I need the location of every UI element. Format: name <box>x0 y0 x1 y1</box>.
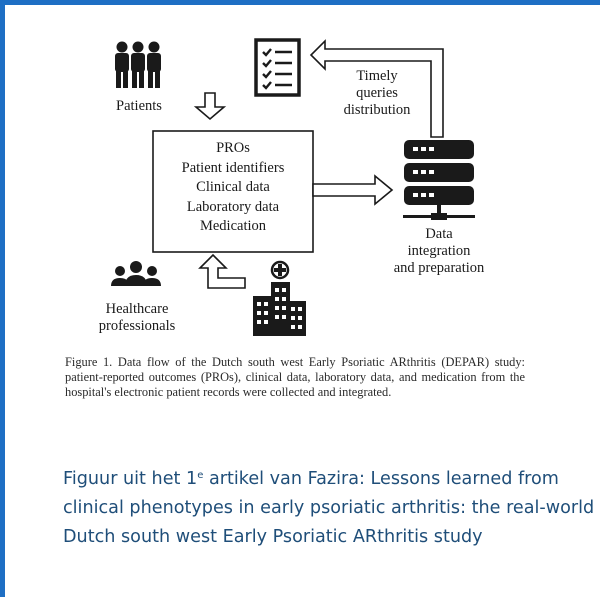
box-item-patient-identifiers: Patient identifiers <box>181 159 285 176</box>
note-text-start: Figuur uit het 1 <box>63 469 198 489</box>
data-integration-line-1: Data <box>425 226 453 242</box>
arrow-feedback-to-checklist <box>309 39 444 138</box>
checklist-icon <box>254 38 301 97</box>
data-box <box>152 130 314 253</box>
data-integration-line-2: integration <box>407 243 471 259</box>
arrow-hcp-to-box <box>198 253 246 289</box>
timely-line-3: distribution <box>343 102 411 118</box>
timely-line-1: Timely <box>356 68 398 84</box>
figure-caption: Figure 1. Data flow of the Dutch south w… <box>65 355 525 400</box>
box-item-medication: Medication <box>199 218 267 234</box>
data-integration-line-3: and preparation <box>393 260 485 276</box>
hcp-line-2: professionals <box>98 318 176 334</box>
figure-note: Figuur uit het 1e artikel van Fazira: Le… <box>63 461 599 552</box>
box-item-laboratory-data: Laboratory data <box>186 198 280 215</box>
arrow-box-to-server <box>312 174 394 206</box>
people-group-icon <box>115 41 161 88</box>
server-icon <box>403 140 475 220</box>
data-integration-label: Data integration and preparation <box>379 226 499 277</box>
note-superscript: e <box>197 470 204 481</box>
hospital-icon <box>253 260 306 336</box>
note-text-end: artikel van Fazira: Lessons learned from… <box>63 469 595 547</box>
data-box-contents: PROs Patient identifiers Clinical data L… <box>153 139 313 237</box>
timely-queries-label: Timely queries distribution <box>327 68 427 119</box>
patients-label: Patients <box>116 98 162 114</box>
team-icon <box>111 261 161 286</box>
data-flow-diagram <box>111 38 475 336</box>
timely-line-2: queries <box>356 85 398 101</box>
arrow-patients-to-box <box>193 92 227 121</box>
hcp-line-1: Healthcare <box>105 301 169 317</box>
box-item-pros: PROs <box>216 140 250 156</box>
healthcare-professionals-label: Healthcare professionals <box>87 301 187 335</box>
box-item-clinical-data: Clinical data <box>196 179 270 195</box>
